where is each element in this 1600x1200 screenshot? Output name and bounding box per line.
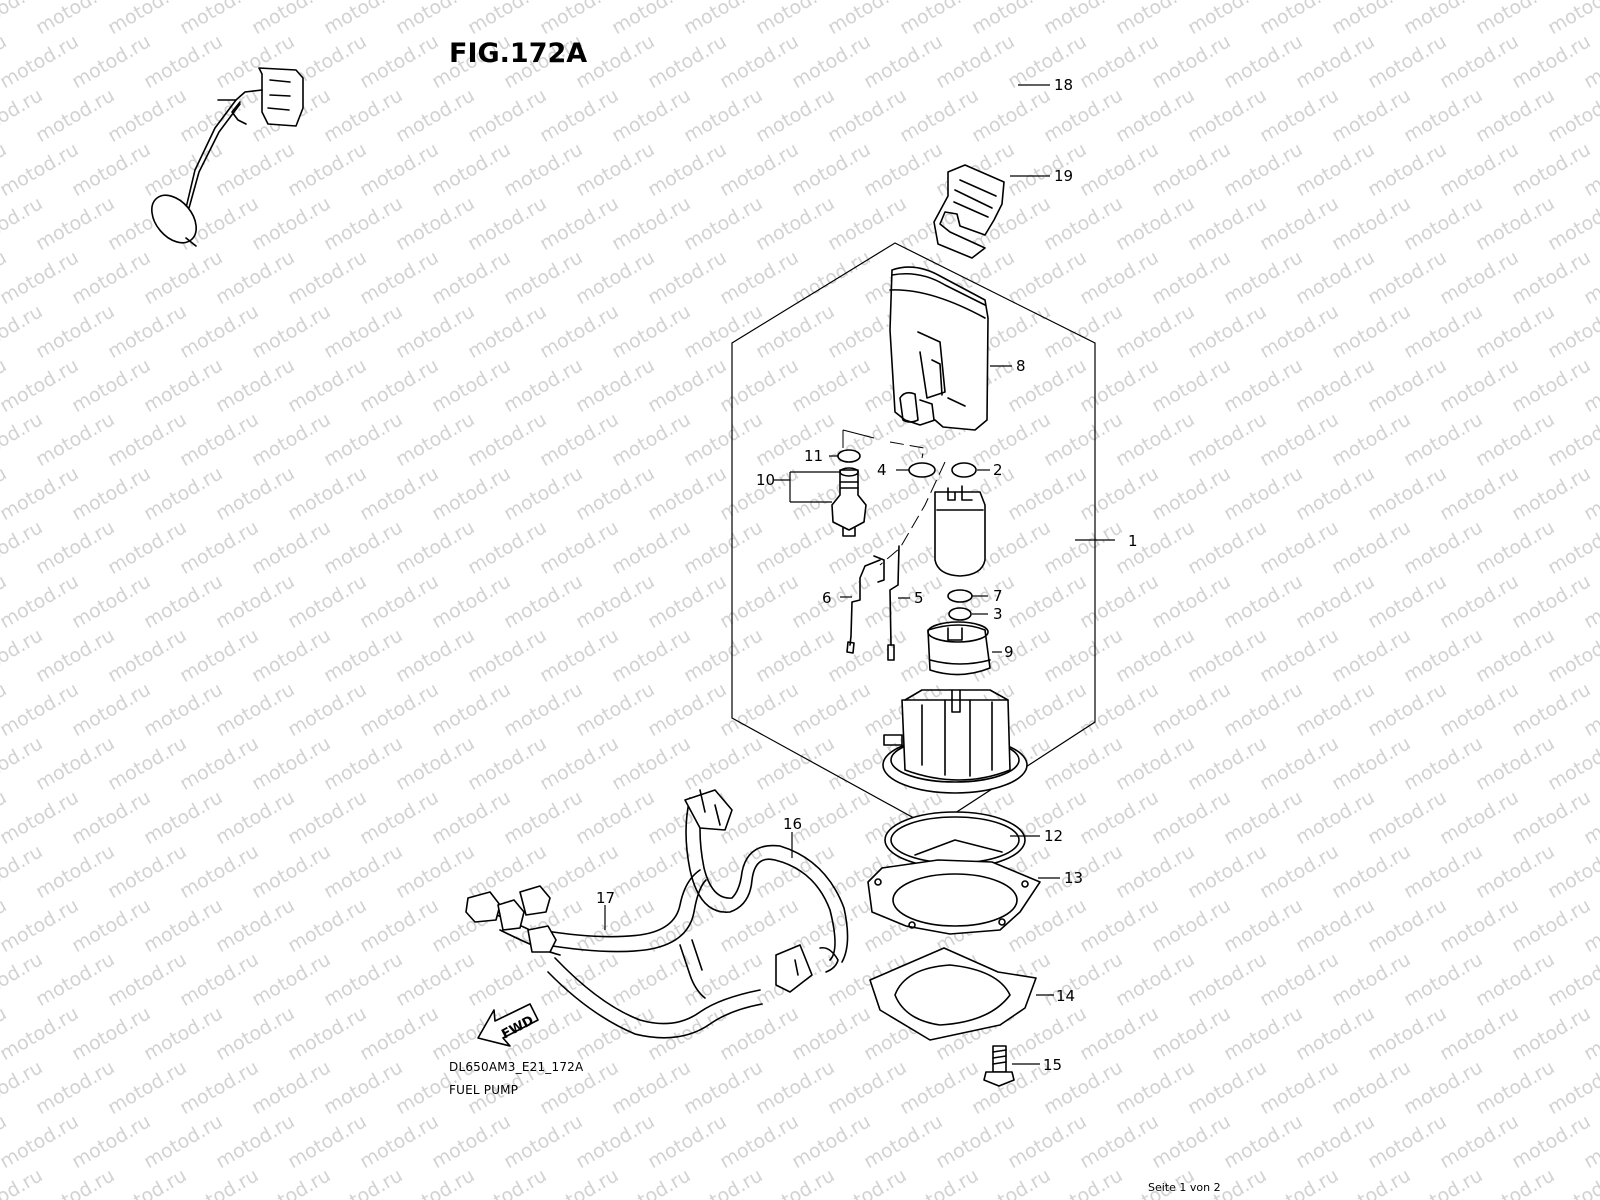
part-8-fuel-filter	[889, 266, 989, 431]
part-11-o-ring	[837, 449, 861, 463]
part-18-fuel-level-gauge	[151, 67, 304, 247]
model-code: DL650AM3_E21_172A	[449, 1060, 584, 1074]
callout-12: 12	[1044, 827, 1063, 845]
page-indicator: Seite 1 von 2	[1148, 1181, 1221, 1194]
leader-lines	[604, 84, 1115, 1065]
callout-5: 5	[914, 589, 924, 607]
part-14-gasket	[869, 947, 1037, 1041]
part-17-fuel-hose	[465, 869, 763, 1039]
callout-14: 14	[1056, 987, 1075, 1005]
part-16-fuel-hose	[684, 789, 849, 993]
part-15-bolt	[983, 1045, 1015, 1087]
callout-8: 8	[1016, 357, 1026, 375]
callout-10: 10	[756, 471, 775, 489]
part-19-bracket	[933, 164, 1005, 259]
callout-2: 2	[993, 461, 1003, 479]
fwd-arrow-icon: FWD	[477, 1003, 539, 1047]
part-2-o-ring	[951, 462, 977, 478]
callout-18: 18	[1054, 76, 1073, 94]
callout-3: 3	[993, 605, 1003, 623]
part-12-gasket	[884, 811, 1026, 869]
callout-16: 16	[783, 815, 802, 833]
callout-9: 9	[1004, 643, 1014, 661]
callout-1: 1	[1128, 532, 1138, 550]
figure-title: FIG.172A	[449, 38, 588, 69]
callout-4: 4	[877, 461, 887, 479]
callouts: 1 2 3 4 5 6 7 8 9 10 11 12 13 14 15 16 1…	[596, 76, 1138, 1074]
callout-7: 7	[993, 587, 1003, 605]
callout-13: 13	[1064, 869, 1083, 887]
part-13-plate	[867, 859, 1041, 935]
part-9-pump-case	[927, 621, 991, 676]
callout-15: 15	[1043, 1056, 1062, 1074]
part-4-o-ring	[908, 462, 936, 478]
fuel-pump-motor	[934, 485, 986, 577]
callout-17: 17	[596, 889, 615, 907]
figure-name: FUEL PUMP	[449, 1083, 519, 1097]
part-5-lead-wire	[887, 545, 900, 661]
part-7-o-ring	[947, 589, 973, 603]
part-3-o-ring	[948, 607, 972, 621]
callout-11: 11	[804, 447, 823, 465]
fuel-pump-base	[882, 689, 1028, 794]
part-6-lead-wire	[846, 555, 885, 654]
callout-6: 6	[822, 589, 832, 607]
callout-19: 19	[1054, 167, 1073, 185]
part-10-pressure-regulator	[831, 467, 867, 537]
